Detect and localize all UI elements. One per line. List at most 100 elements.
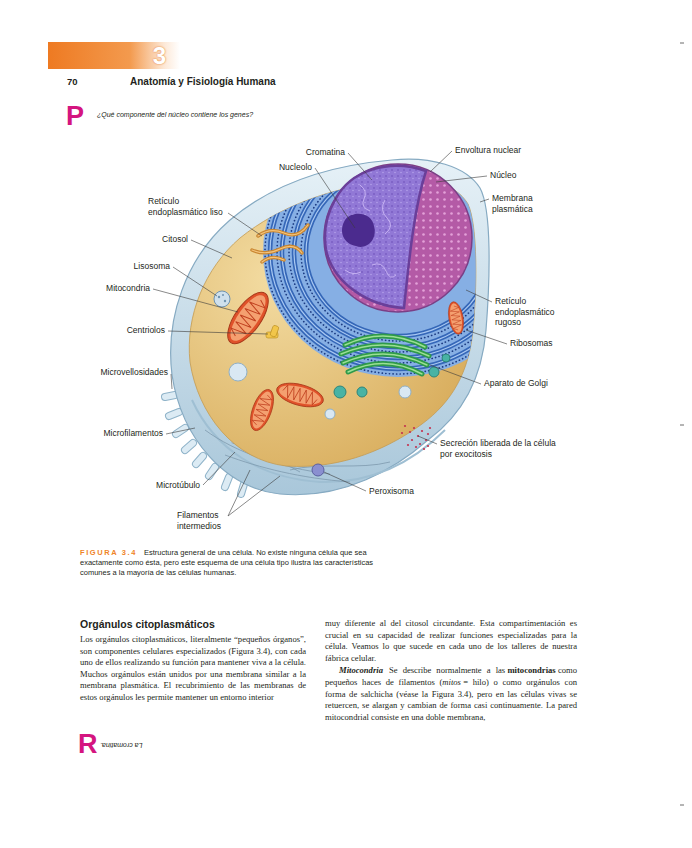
leader-line (466, 290, 492, 302)
leader-line (480, 199, 489, 202)
part-label: Retículo endoplasmático liso (148, 196, 233, 217)
centrioles (266, 325, 279, 338)
leader-line (324, 472, 366, 491)
mitochondrion (277, 382, 323, 409)
part-label: Ribosomas (510, 338, 553, 349)
part-label: Peroxisoma (369, 486, 414, 497)
secretion-granules (429, 427, 431, 429)
vesicles (399, 386, 411, 398)
leader-line (466, 330, 507, 344)
rough-er (277, 141, 519, 363)
mitochondrion (446, 301, 466, 336)
running-head: Anatomía y Fisiología Humana (130, 76, 276, 88)
lysosome (224, 300, 226, 302)
leader-line (153, 289, 238, 312)
mitochondrion (224, 290, 271, 346)
smooth-er (252, 225, 308, 262)
text-column: Los orgánulos citoplasmáticos, literalme… (80, 634, 306, 704)
crop-mark (680, 43, 684, 805)
rough-er (265, 130, 531, 374)
mitochondrion (249, 389, 276, 430)
secretion-granules (409, 431, 411, 433)
nucleus (324, 164, 472, 312)
mitochondrion (246, 387, 278, 434)
secretion-granules (407, 444, 409, 446)
leader-line (348, 153, 372, 180)
nucleus (345, 185, 396, 277)
vesicles (325, 409, 335, 419)
rough-er (270, 135, 526, 369)
leader-line (436, 176, 487, 182)
part-label: Cromatina (306, 147, 345, 158)
mitochondrion (274, 379, 326, 412)
secretion-granules (427, 445, 429, 447)
leader-line (228, 213, 262, 236)
part-label: Centriolos (127, 325, 165, 336)
part-label: Membrana plasmática (492, 193, 552, 214)
secretion-granules (404, 425, 406, 427)
paragraph: Mitocondria Se describe normalmente a las… (325, 665, 577, 723)
leader-line (203, 452, 235, 485)
rough-er (263, 127, 533, 377)
part-label: Microtúbulo (156, 480, 200, 491)
chapter-number: 3 (153, 42, 166, 69)
answer-marker: R (78, 731, 98, 758)
body-text: Se describe normalmente a las (389, 665, 505, 675)
part-label: Retículo endoplasmático rugoso (495, 296, 559, 328)
leader-line (153, 151, 507, 516)
smooth-er (252, 225, 308, 262)
vesicles (429, 367, 439, 377)
lysosome (214, 291, 230, 307)
leader-line (430, 151, 452, 172)
centrioles (270, 325, 279, 337)
rough-er (282, 146, 514, 358)
mitochondrion (448, 302, 464, 333)
secretion-granules (411, 439, 413, 441)
leader-line (166, 428, 195, 434)
part-label: Citosol (162, 234, 188, 245)
rough-er (301, 163, 495, 341)
leader-line (418, 436, 437, 444)
leader-line (173, 267, 217, 296)
part-label: Aparato de Golgi (484, 378, 548, 389)
chapter-tab: 3 (48, 42, 180, 69)
body-text: muy diferente al del citosol circundante… (325, 618, 577, 663)
paragraph: muy diferente al del citosol circundante… (325, 618, 577, 664)
secretion-granules (415, 446, 417, 448)
vesicles (334, 386, 346, 398)
part-label: Núcleo (490, 170, 516, 181)
nucleus (342, 214, 375, 247)
secretion-granules (419, 443, 421, 445)
rough-er (270, 135, 526, 369)
mitochondrion (251, 393, 273, 427)
question: ¿Qué componente del núcleo contiene los … (97, 110, 253, 119)
part-label: Secreción liberada de la célula por exoc… (440, 438, 560, 459)
golgi-apparatus (341, 336, 429, 374)
figure-caption: FIGURA 3.4Estructura general de una célu… (80, 548, 385, 578)
secretion-granules (401, 432, 403, 434)
rough-er (265, 130, 531, 374)
section-heading: Orgánulos citoplasmáticos (80, 618, 215, 631)
secretion-granules (421, 430, 423, 432)
secretion-granules (413, 427, 415, 429)
nucleus (325, 166, 426, 308)
run-in-heading: Mitocondria (339, 665, 383, 675)
vesicles (442, 354, 450, 362)
rough-er (282, 146, 514, 358)
leader-line (228, 470, 280, 516)
mitochondrion (274, 379, 326, 412)
answer-upside-down: La cromatina. (100, 741, 142, 750)
body-text: Los orgánulos citoplasmáticos, literalme… (80, 634, 306, 702)
rough-er (294, 157, 502, 347)
leader-line (315, 168, 355, 228)
part-label: Microvellosidades (100, 367, 168, 378)
part-label: Mitocondria (106, 283, 150, 294)
vesicles (357, 387, 367, 397)
secretion-granules (423, 448, 425, 450)
secretion-granules (401, 425, 431, 450)
secretion-granules (427, 433, 429, 435)
leader-line (168, 331, 268, 334)
part-label: Envoltura nuclear (455, 145, 521, 156)
leader-line (430, 365, 481, 384)
